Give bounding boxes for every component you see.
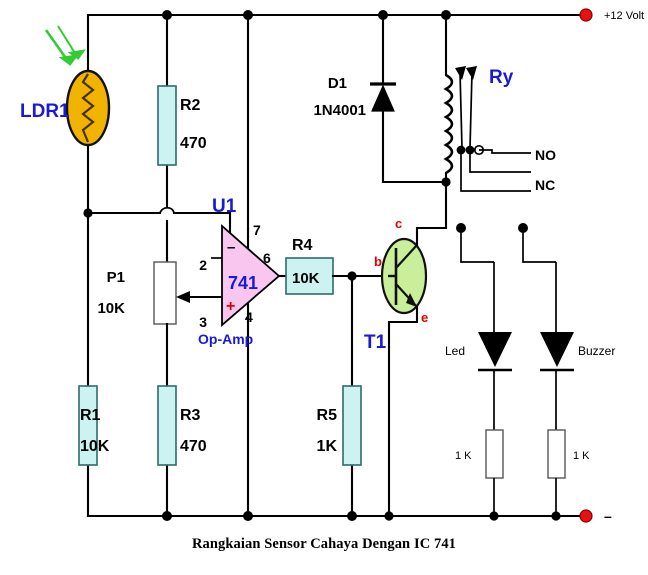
label-relay-no: NO (535, 147, 556, 163)
relay-coil-icon (443, 73, 454, 175)
opamp-u1 (211, 13, 288, 518)
transistor-t1 (380, 226, 448, 521)
resistor-r3-body (157, 385, 177, 466)
junction-dot (489, 511, 499, 521)
label-pin-7: 7 (253, 222, 261, 238)
diode-d1 (370, 13, 451, 187)
label-power-rail: +12 Volt (604, 10, 644, 22)
buzzer-triangle-icon (540, 332, 574, 367)
label-t1: T1 (364, 332, 387, 353)
label-p1-ref: P1 (107, 269, 125, 286)
label-opamp-minus: – (227, 239, 235, 256)
label-r4-value: 10K (292, 270, 320, 287)
r4-branch (285, 257, 354, 295)
ldr-branch (65, 13, 111, 518)
buzzer-branch (518, 223, 574, 521)
junction-dot (384, 511, 394, 521)
label-opamp-subtitle: Op-Amp (198, 331, 253, 347)
resistor-r1-body (78, 385, 98, 466)
led-triangle-icon (478, 332, 512, 367)
label-p1-value: 10K (97, 300, 125, 317)
junction-dot (83, 208, 93, 218)
label-r1-value: 10K (80, 438, 110, 455)
light-ray-arrows-icon (44, 25, 86, 66)
p1-branch (153, 256, 250, 518)
relay-ry (443, 13, 531, 230)
terminal-positive (579, 8, 593, 22)
label-t1-pin-b: b (374, 254, 382, 269)
resistor-r5-body (342, 385, 362, 466)
label-r2-value: 470 (180, 135, 207, 152)
figure-caption: Rangkaian Sensor Cahaya Dengan IC 741 (191, 536, 457, 552)
label-pin-2: 2 (199, 257, 207, 273)
label-r3-ref: R3 (180, 407, 201, 424)
label-opamp-plus: + (226, 298, 235, 315)
junction-dot (551, 511, 561, 521)
resistor-led-series-body (485, 429, 504, 479)
opamp-triangle-body (221, 224, 281, 327)
label-buzzer: Buzzer (578, 344, 615, 358)
label-buzzer-resistor: 1 K (573, 450, 590, 462)
label-d1-value: 1N4001 (313, 102, 366, 119)
ldr-zigzag-icon (81, 73, 95, 143)
label-t1-pin-e: e (421, 310, 428, 325)
label-opamp-part: 741 (228, 273, 258, 293)
relay-arrow-icon (455, 66, 466, 80)
label-r5-ref: R5 (317, 407, 338, 424)
label-r4-ref: R4 (292, 237, 313, 254)
potentiometer-wiper-arrow-icon (176, 291, 190, 303)
label-r2-ref: R2 (180, 97, 201, 114)
label-pin-4: 4 (245, 309, 253, 325)
label-r3-value: 470 (180, 438, 207, 455)
ldr-photoresistor-icon (65, 69, 111, 147)
label-u1: U1 (212, 196, 237, 217)
label-pin-6: 6 (263, 250, 271, 266)
resistor-buzzer-series-body (547, 429, 566, 479)
label-relay-ref: Ry (489, 67, 514, 88)
resistor-r2-body (157, 85, 177, 166)
label-t1-pin-c: c (395, 216, 402, 231)
label-r5-value: 1K (317, 438, 338, 455)
t1-base-net (342, 271, 390, 518)
label-r1-ref: R1 (80, 407, 101, 424)
label-ldr1: LDR1 (20, 101, 70, 122)
transistor-body-icon (380, 237, 428, 315)
label-pin-3: 3 (199, 314, 207, 330)
r2-branch (157, 13, 177, 260)
emitter-arrow-icon (406, 293, 417, 307)
label-d1-ref: D1 (328, 75, 347, 92)
relay-arrow-icon (466, 66, 477, 80)
terminal-negative (579, 509, 593, 523)
label-relay-nc: NC (535, 177, 555, 193)
label-led-resistor: 1 K (455, 450, 472, 462)
label-ground-rail: – (604, 508, 612, 524)
rail-junctions (162, 10, 451, 521)
potentiometer-p1-body (153, 261, 177, 325)
led-branch (456, 223, 512, 521)
label-led: Led (445, 344, 465, 358)
diode-triangle-icon (371, 84, 395, 112)
